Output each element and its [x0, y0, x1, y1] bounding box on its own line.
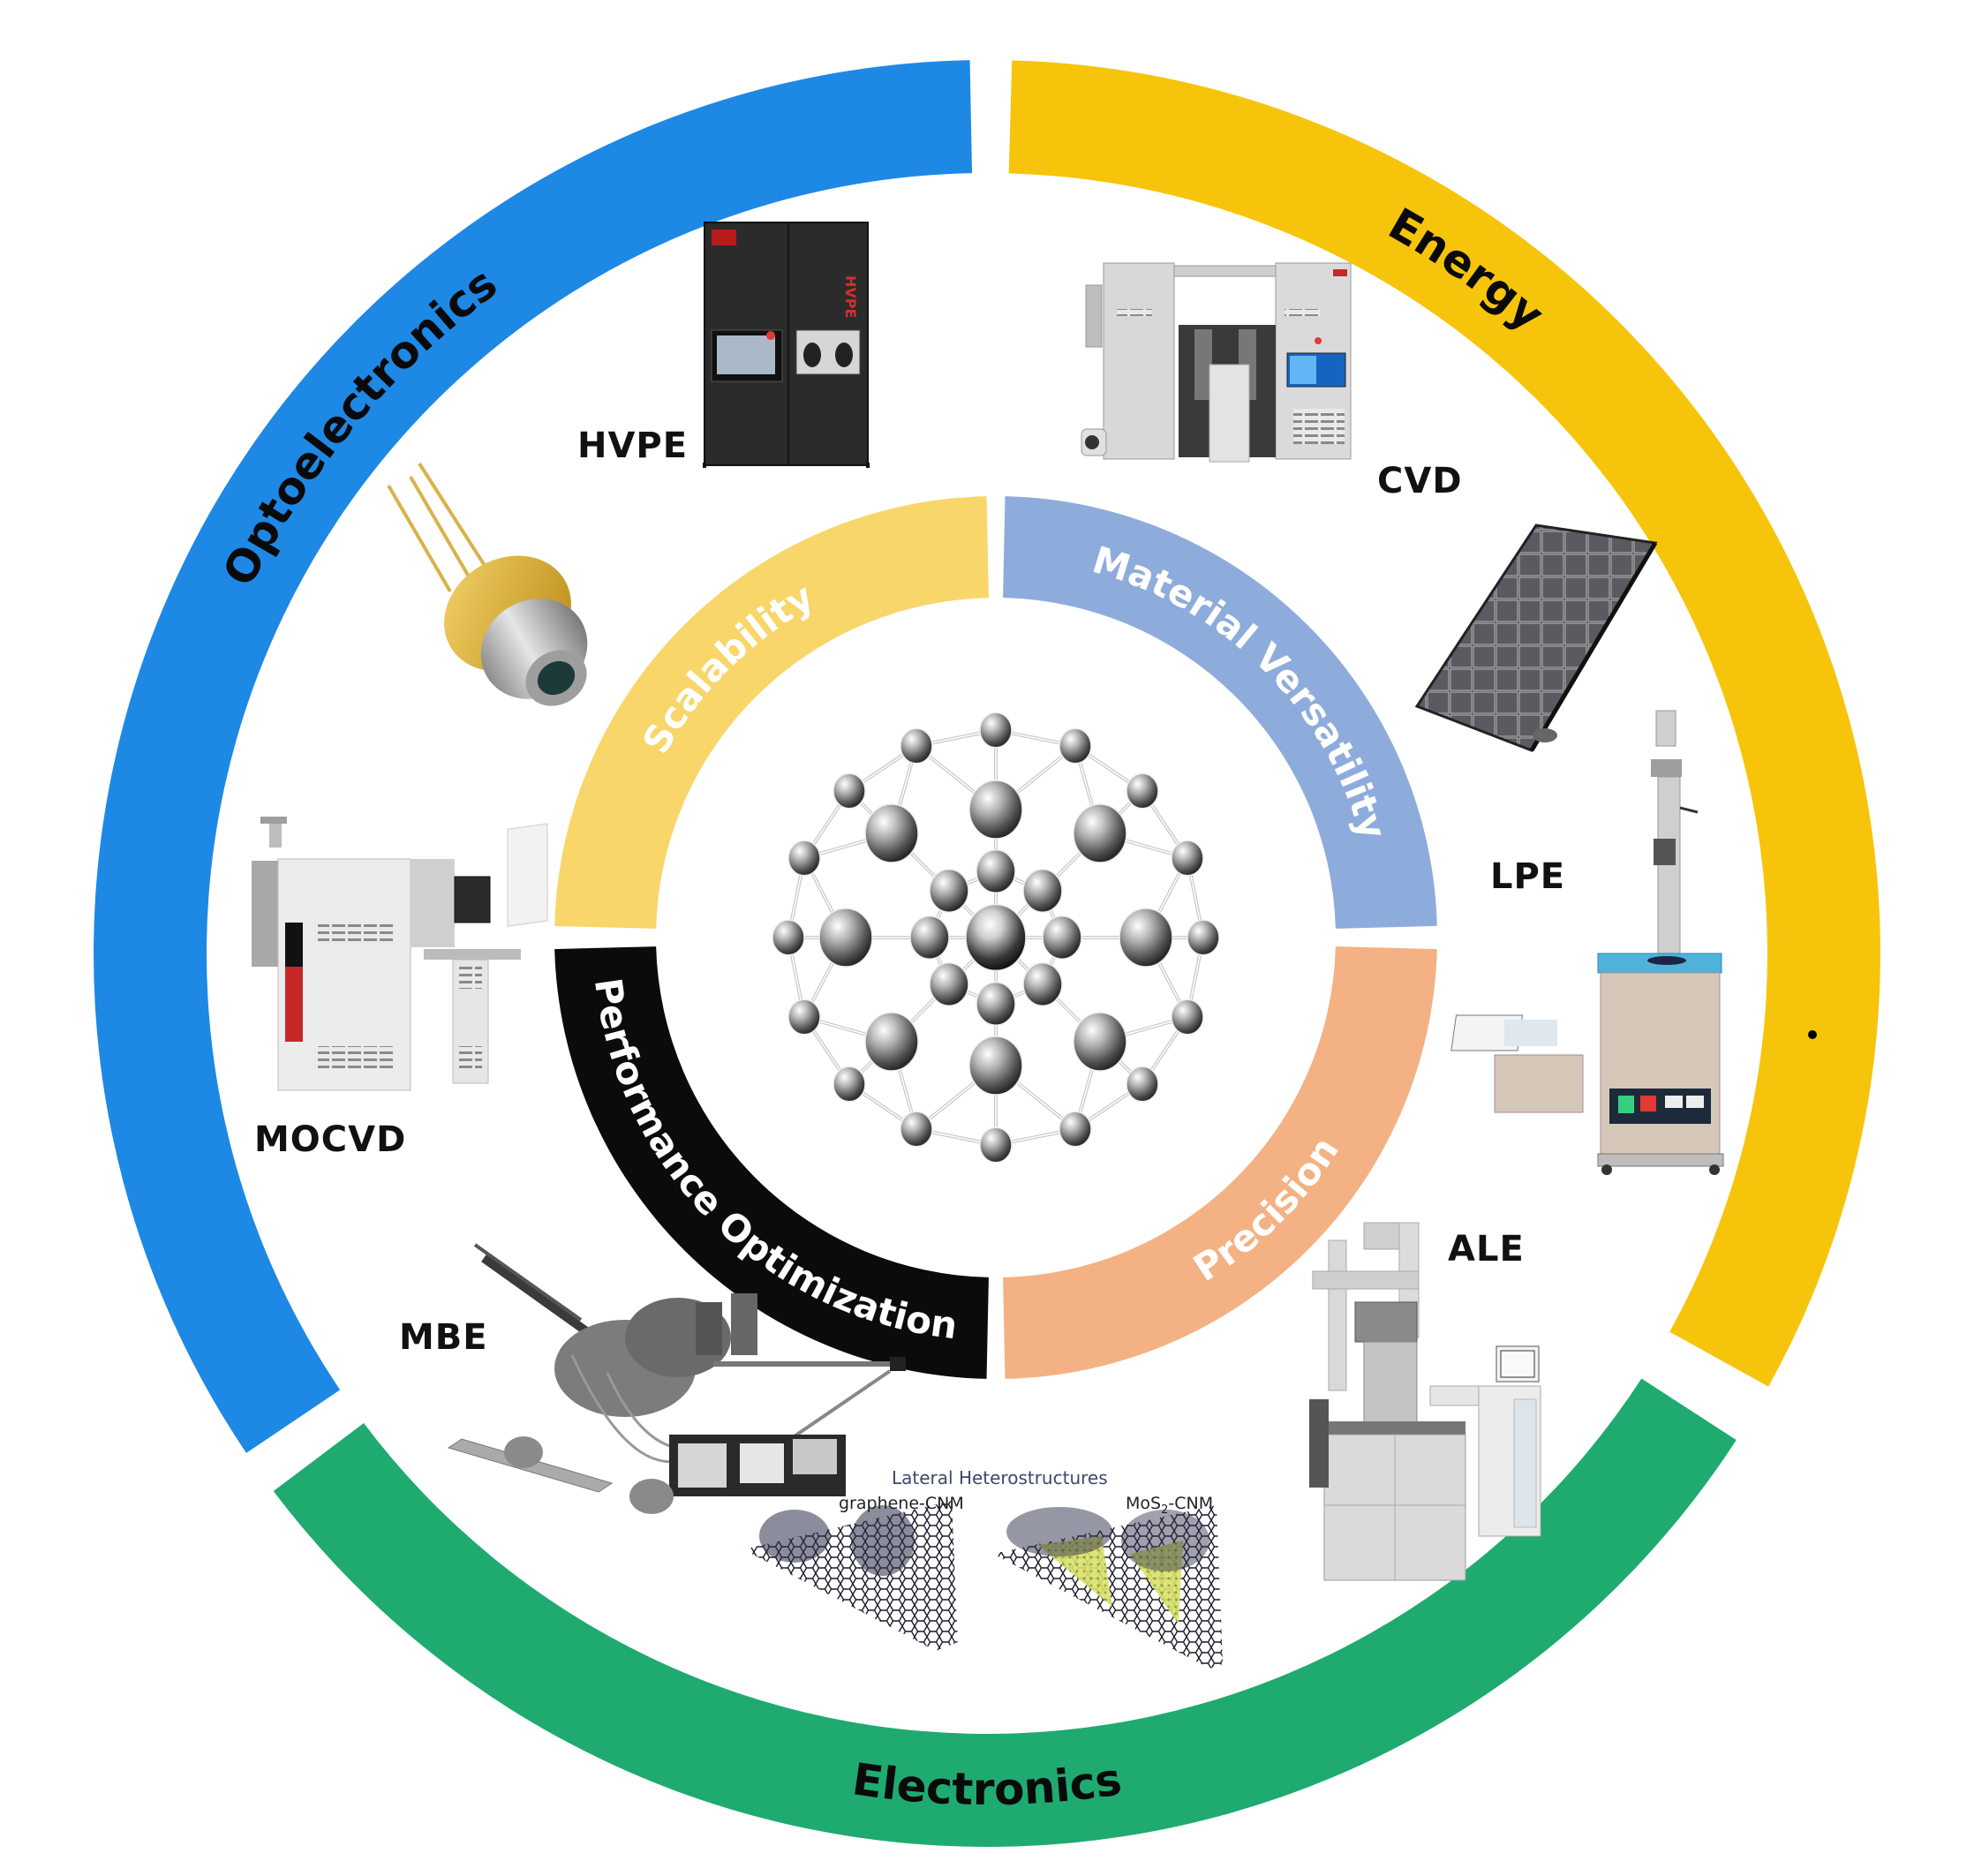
outer-ring-segment-optoelectronics [93, 60, 973, 1453]
laser-diode-icon [387, 462, 588, 706]
ale-label: ALE [1448, 1229, 1525, 1270]
lattice-atom [1022, 962, 1063, 1006]
lattice-atom [929, 869, 969, 913]
inner-ring-segment-performance-optimization [554, 946, 989, 1379]
lattice-atom [900, 1111, 933, 1148]
lattice-atom [1171, 998, 1204, 1036]
inner-ring-segment-precision [1003, 946, 1437, 1379]
lattice-atom [1073, 1012, 1127, 1072]
mocvd-label: MOCVD [254, 1119, 407, 1160]
lattice-atom [979, 1126, 1013, 1164]
lateral-heterostructures-title: Lateral Heterostructures [892, 1467, 1108, 1488]
lattice-atom [864, 803, 919, 863]
mos2-subscript: 2 [1161, 1503, 1169, 1517]
lattice-atom [1126, 1066, 1159, 1103]
lattice-atom [900, 727, 933, 765]
lpe-label: LPE [1490, 856, 1566, 897]
lattice-atom [976, 982, 1016, 1026]
lattice-atom [976, 849, 1016, 893]
lpe-equipment-icon [1450, 710, 1724, 1175]
lattice-atom [787, 998, 821, 1036]
cvd-label: CVD [1377, 461, 1463, 501]
solar-panel-icon [1414, 524, 1658, 752]
lattice-atom [968, 1036, 1023, 1096]
mos2-cnm-label: MoS2-CNM [1126, 1494, 1213, 1517]
mocvd-equipment-icon [252, 817, 548, 1091]
hvpe-label: HVPE [577, 426, 689, 466]
lattice-atom [818, 908, 873, 968]
inner-ring-segment-scalability [554, 496, 989, 929]
lattice-atom [787, 840, 821, 877]
lattice-atom [968, 780, 1023, 840]
lattice-atom [1119, 908, 1173, 968]
dot-marker [1808, 1030, 1817, 1039]
lattice-atom [833, 772, 866, 810]
outer-ring-segment-energy [1008, 60, 1880, 1387]
lattice-atom [929, 962, 969, 1006]
inner-ring-segment-material-versatility [1003, 496, 1437, 929]
lattice-atom [1171, 840, 1204, 877]
lattice-atom [1042, 915, 1082, 960]
lattice-atom [1073, 803, 1127, 863]
mos2-main: MoS [1126, 1494, 1162, 1513]
lattice-atom [1059, 1111, 1092, 1148]
outer-ring-label-optoelectronics: Optoelectronics [213, 258, 506, 594]
ale-equipment-icon [1309, 1222, 1541, 1581]
lattice-atom [909, 915, 950, 960]
svg-text:HVPE: HVPE [842, 275, 859, 318]
lattice-atom [1126, 772, 1159, 810]
mbe-equipment-icon [447, 1243, 906, 1514]
lattice-atom [965, 903, 1027, 972]
mbe-label: MBE [399, 1317, 488, 1358]
lattice-atom [864, 1012, 919, 1072]
lattice-atom [833, 1066, 866, 1103]
crystal-lattice-molecule-icon [772, 712, 1220, 1164]
graphene-cnm-label: graphene-CNM [839, 1494, 964, 1513]
lattice-atom [1187, 919, 1220, 956]
hvpe-equipment-icon: HVPE [703, 222, 870, 468]
lattice-atom [1022, 869, 1063, 913]
lattice-atom [1059, 727, 1092, 765]
cvd-equipment-icon [1081, 262, 1352, 463]
mos2-suffix: -CNM [1168, 1494, 1214, 1513]
lattice-atom [979, 712, 1013, 749]
lattice-atom [772, 919, 805, 956]
lateral-heterostructures-figure [743, 1501, 1223, 1669]
outer-ring-segment-electronics [273, 1378, 1737, 1847]
